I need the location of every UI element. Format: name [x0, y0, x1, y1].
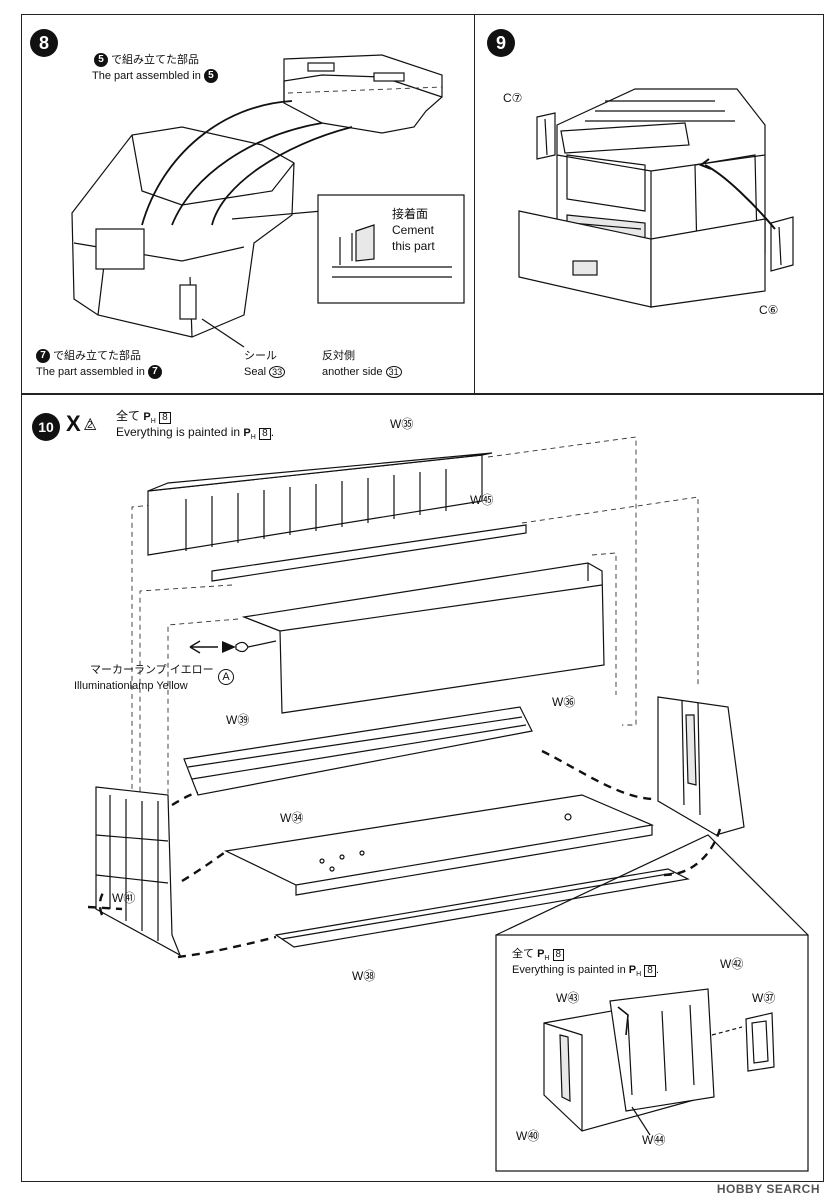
step-9-number: 9	[495, 32, 506, 53]
inset-paint-tag-icon-2: PH	[628, 964, 642, 979]
inset-paint-code-2: 8	[644, 965, 656, 977]
ref-badge-7b: 7	[147, 365, 162, 380]
inset-paint-jp-text: 全て	[512, 948, 534, 960]
step-8-number: 8	[38, 32, 49, 53]
step-9-drawing	[518, 88, 794, 308]
seal-number: 33	[269, 366, 286, 378]
triangle-number: 2	[87, 420, 93, 431]
inset-paint-jp: 全て PH 8	[512, 947, 565, 966]
seal-jp: シール	[244, 350, 277, 362]
inset-paint-code: 8	[552, 949, 565, 961]
step-9-badge: 9	[487, 29, 515, 57]
step-8-drawing	[71, 54, 465, 348]
inset-paint-tag-icon: PH	[537, 948, 550, 963]
step-9-panel: 9 C⑦ C⑥	[474, 14, 824, 394]
assembled5-label-jp: 5 で組み立てた部品	[94, 53, 200, 68]
paint-code: 8	[159, 412, 171, 424]
paint-line-jp: 全て PH 8	[116, 409, 171, 429]
triangle-mark: △ 2	[84, 415, 105, 433]
marker-lamp-letter: A	[218, 669, 234, 685]
step-10-badge: 10	[32, 413, 60, 441]
inset-part-w40: W㊵	[516, 1129, 540, 1143]
seal-en-text: Seal	[244, 366, 267, 378]
ref-badge-5: 5	[94, 53, 108, 68]
cement-en-2: this part	[392, 239, 435, 253]
step-10-number: 10	[38, 419, 54, 435]
paint-code-2: 8	[259, 428, 271, 440]
part-w38: W㊳	[352, 969, 376, 983]
assembled7-en-text: The part assembled in	[36, 366, 145, 378]
assembled7-label-en: The part assembled in 7	[36, 365, 162, 380]
label-c6: C⑥	[759, 303, 779, 317]
x-mark: X	[66, 411, 81, 436]
assembled7-label-jp: 7 で組み立てた部品	[36, 349, 142, 364]
other-side-jp: 反対側	[322, 350, 355, 362]
seal-en: Seal 33	[244, 365, 286, 379]
label-c7: C⑦	[503, 91, 523, 105]
marker-lamp-jp: マーカーランプ イエロー	[90, 664, 214, 676]
other-side-en: another side 31	[322, 365, 402, 379]
inset-part-w43: W㊸	[556, 991, 580, 1005]
other-side-number: 31	[385, 366, 402, 378]
paint-en-text: Everything is painted in	[116, 425, 241, 439]
step-10-drawing	[87, 436, 809, 1172]
inset-part-w44: W㊹	[642, 1133, 666, 1147]
part-w45: W㊺	[470, 493, 494, 507]
assembled5-label-en: The part assembled in 5	[92, 69, 218, 84]
ref-badge-5b: 5	[203, 69, 218, 84]
paint-tag-icon: PH	[143, 411, 156, 426]
triangle-icon: △	[84, 415, 97, 432]
assembled5-jp-text: で組み立てた部品	[111, 54, 200, 66]
paint-line-en: Everything is painted in PH 8.	[116, 425, 274, 445]
other-side-en-text: another side	[322, 366, 383, 378]
part-w34: W㉞	[280, 811, 304, 825]
ref-badge-7: 7	[36, 349, 50, 364]
assembled7-jp-text: で組み立てた部品	[53, 350, 142, 362]
cement-jp: 接着面	[392, 207, 429, 221]
part-w36: W㊱	[552, 695, 576, 709]
part-w41: W㊶	[112, 891, 136, 905]
inset-paint-en: Everything is painted in PH 8.	[512, 963, 659, 982]
inset-part-w37: W㊲	[752, 991, 776, 1005]
step-8-panel: 8 5 で組み立てた部品 The part assembled in 5	[21, 14, 475, 394]
part-w39: W㊴	[226, 713, 250, 727]
paint-jp-text: 全て	[116, 409, 141, 423]
marker-lamp-en: Illuminationlamp Yellow	[74, 680, 188, 692]
part-w35: W㉟	[390, 417, 414, 431]
assembled5-en-text: The part assembled in	[92, 70, 201, 82]
step-8-badge: 8	[30, 29, 58, 57]
inset-part-w42: W㊷	[720, 957, 744, 971]
inset-paint-en-text: Everything is painted in	[512, 964, 626, 976]
watermark: HOBBY SEARCH	[716, 1182, 820, 1196]
step-10-panel: 10 X △ 2 全て PH 8 Everything is painted i…	[21, 394, 824, 1182]
paint-tag-icon-2: PH	[243, 427, 256, 442]
cement-en-1: Cement	[392, 223, 435, 237]
